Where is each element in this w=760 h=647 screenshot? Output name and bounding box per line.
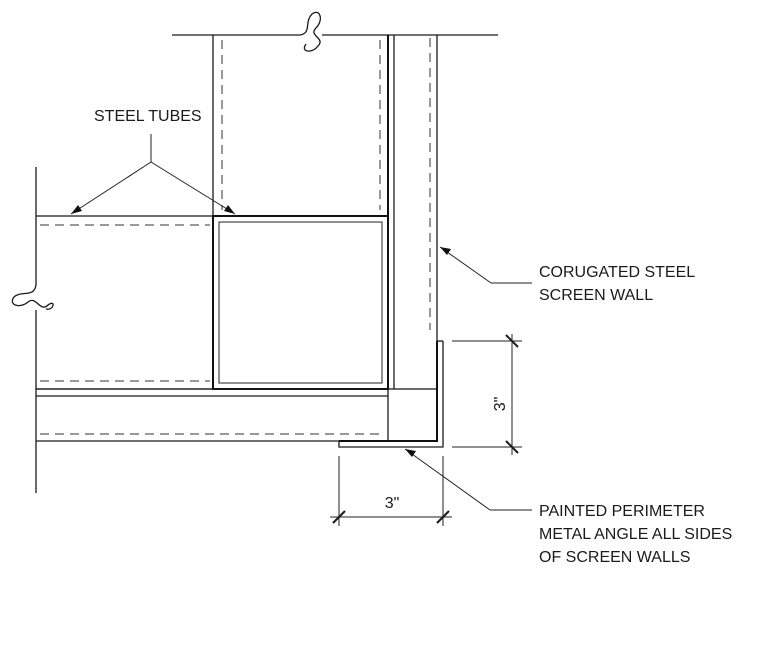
leader-screen-wall [439, 246, 532, 284]
perimeter-metal-angle [338, 340, 444, 448]
dimension-vertical-label: 3" [492, 397, 509, 412]
corrugated-screen-wall-horizontal [36, 388, 388, 442]
label-screen-wall-line2: SCREEN WALL [539, 287, 653, 304]
horizontal-steel-tube [36, 215, 216, 390]
label-steel-tubes: STEEL TUBES [94, 108, 202, 125]
dimension-vertical [452, 334, 522, 455]
label-metal-angle-line1: PAINTED PERIMETER [539, 503, 705, 520]
label-metal-angle-line3: OF SCREEN WALLS [539, 549, 690, 566]
corner-steel-tube [212, 215, 389, 390]
leader-metal-angle [404, 448, 532, 511]
label-metal-angle-line2: METAL ANGLE ALL SIDES [539, 526, 732, 543]
leader-steel-tubes [70, 134, 236, 215]
dimension-horizontal-label: 3" [385, 495, 400, 512]
corner-cap [387, 388, 438, 442]
corrugated-screen-wall-vertical [387, 35, 438, 389]
label-screen-wall-line1: CORUGATED STEEL [539, 264, 695, 281]
dimension-horizontal [330, 456, 452, 526]
vertical-steel-tube [212, 35, 389, 216]
left-break-line [11, 167, 54, 493]
top-break-line [172, 11, 498, 52]
